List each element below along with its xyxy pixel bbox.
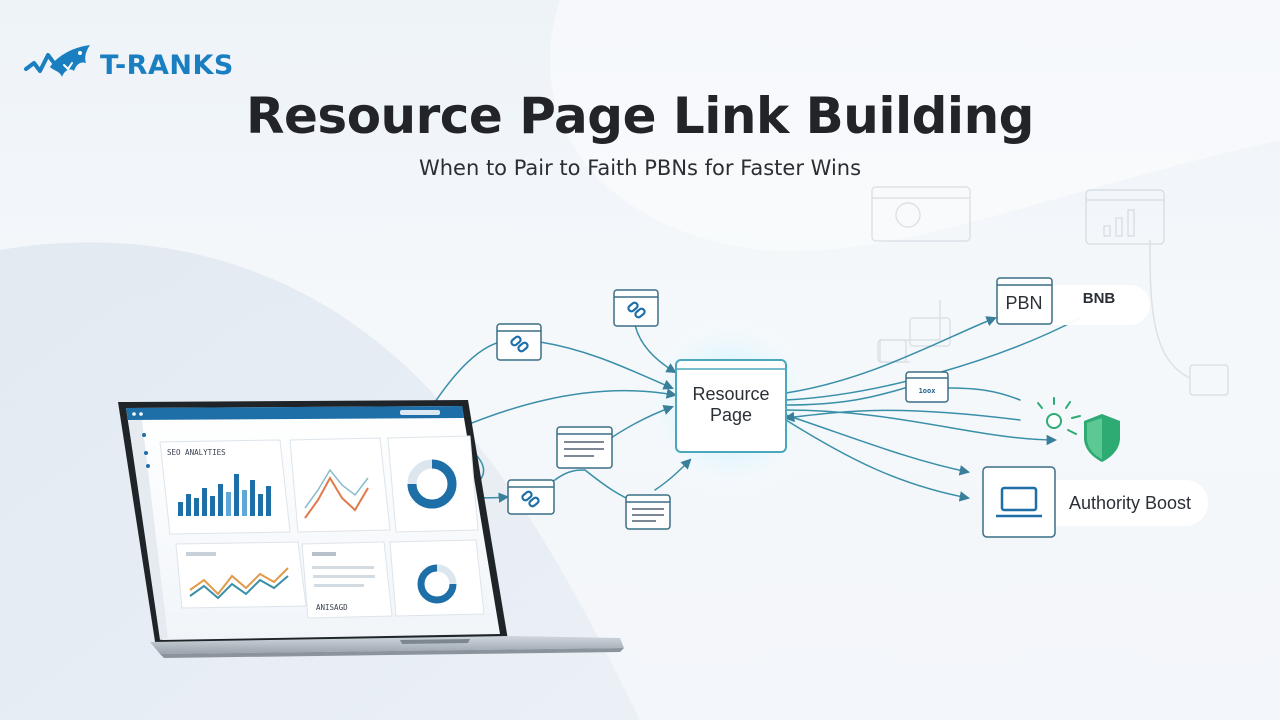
link-card-2[interactable] bbox=[613, 289, 659, 327]
sparkle-icon bbox=[1037, 397, 1081, 435]
list-icon bbox=[564, 441, 604, 457]
resource-page-hub[interactable]: Resource Page bbox=[675, 359, 787, 453]
page-title: Resource Page Link Building bbox=[246, 87, 1034, 145]
hub-label-line1: Resource bbox=[692, 384, 769, 404]
analytics-label: SEO ANALYTIES bbox=[167, 448, 226, 457]
footer-label: ANISAGD bbox=[316, 603, 348, 612]
list-card-1[interactable] bbox=[556, 426, 613, 469]
authority-label: Authority Boost bbox=[1069, 493, 1191, 513]
panel-line-chart-2 bbox=[175, 541, 307, 609]
small-card-label: 1oox bbox=[919, 387, 937, 395]
hub-label-line2: Page bbox=[710, 405, 752, 425]
panel-donut-2 bbox=[389, 539, 485, 617]
link-card-3[interactable] bbox=[507, 479, 555, 515]
laptop-icon bbox=[996, 486, 1042, 518]
laptop: SEO ANALYTIES bbox=[118, 400, 624, 658]
page-subtitle: When to Pair to Faith PBNs for Faster Wi… bbox=[418, 156, 862, 180]
authority-boost-node[interactable]: Authority Boost bbox=[982, 466, 1208, 538]
panel-line-chart bbox=[289, 437, 391, 533]
small-value-card[interactable]: 1oox bbox=[905, 371, 949, 403]
list-card-2[interactable] bbox=[625, 494, 671, 530]
panel-text-block: ANISAGD bbox=[301, 541, 393, 619]
pbn-label: PBN bbox=[1005, 293, 1042, 313]
brand-logo[interactable]: T-RANKS bbox=[24, 40, 234, 90]
bar-chart-icon bbox=[178, 474, 271, 516]
bnb-label: BNB bbox=[1083, 290, 1116, 307]
link-icon bbox=[521, 490, 540, 508]
brand-name: T-RANKS bbox=[100, 49, 234, 81]
pbn-node[interactable]: PBN BNB bbox=[996, 277, 1150, 325]
link-card-1[interactable] bbox=[496, 323, 542, 361]
security-shield bbox=[1037, 397, 1120, 462]
link-icon bbox=[627, 301, 646, 319]
panel-bar-chart: SEO ANALYTIES bbox=[159, 439, 291, 535]
logo-shark-icon bbox=[24, 45, 90, 77]
panel-donut bbox=[387, 435, 479, 533]
link-icon bbox=[510, 335, 529, 353]
list-icon bbox=[632, 508, 664, 522]
